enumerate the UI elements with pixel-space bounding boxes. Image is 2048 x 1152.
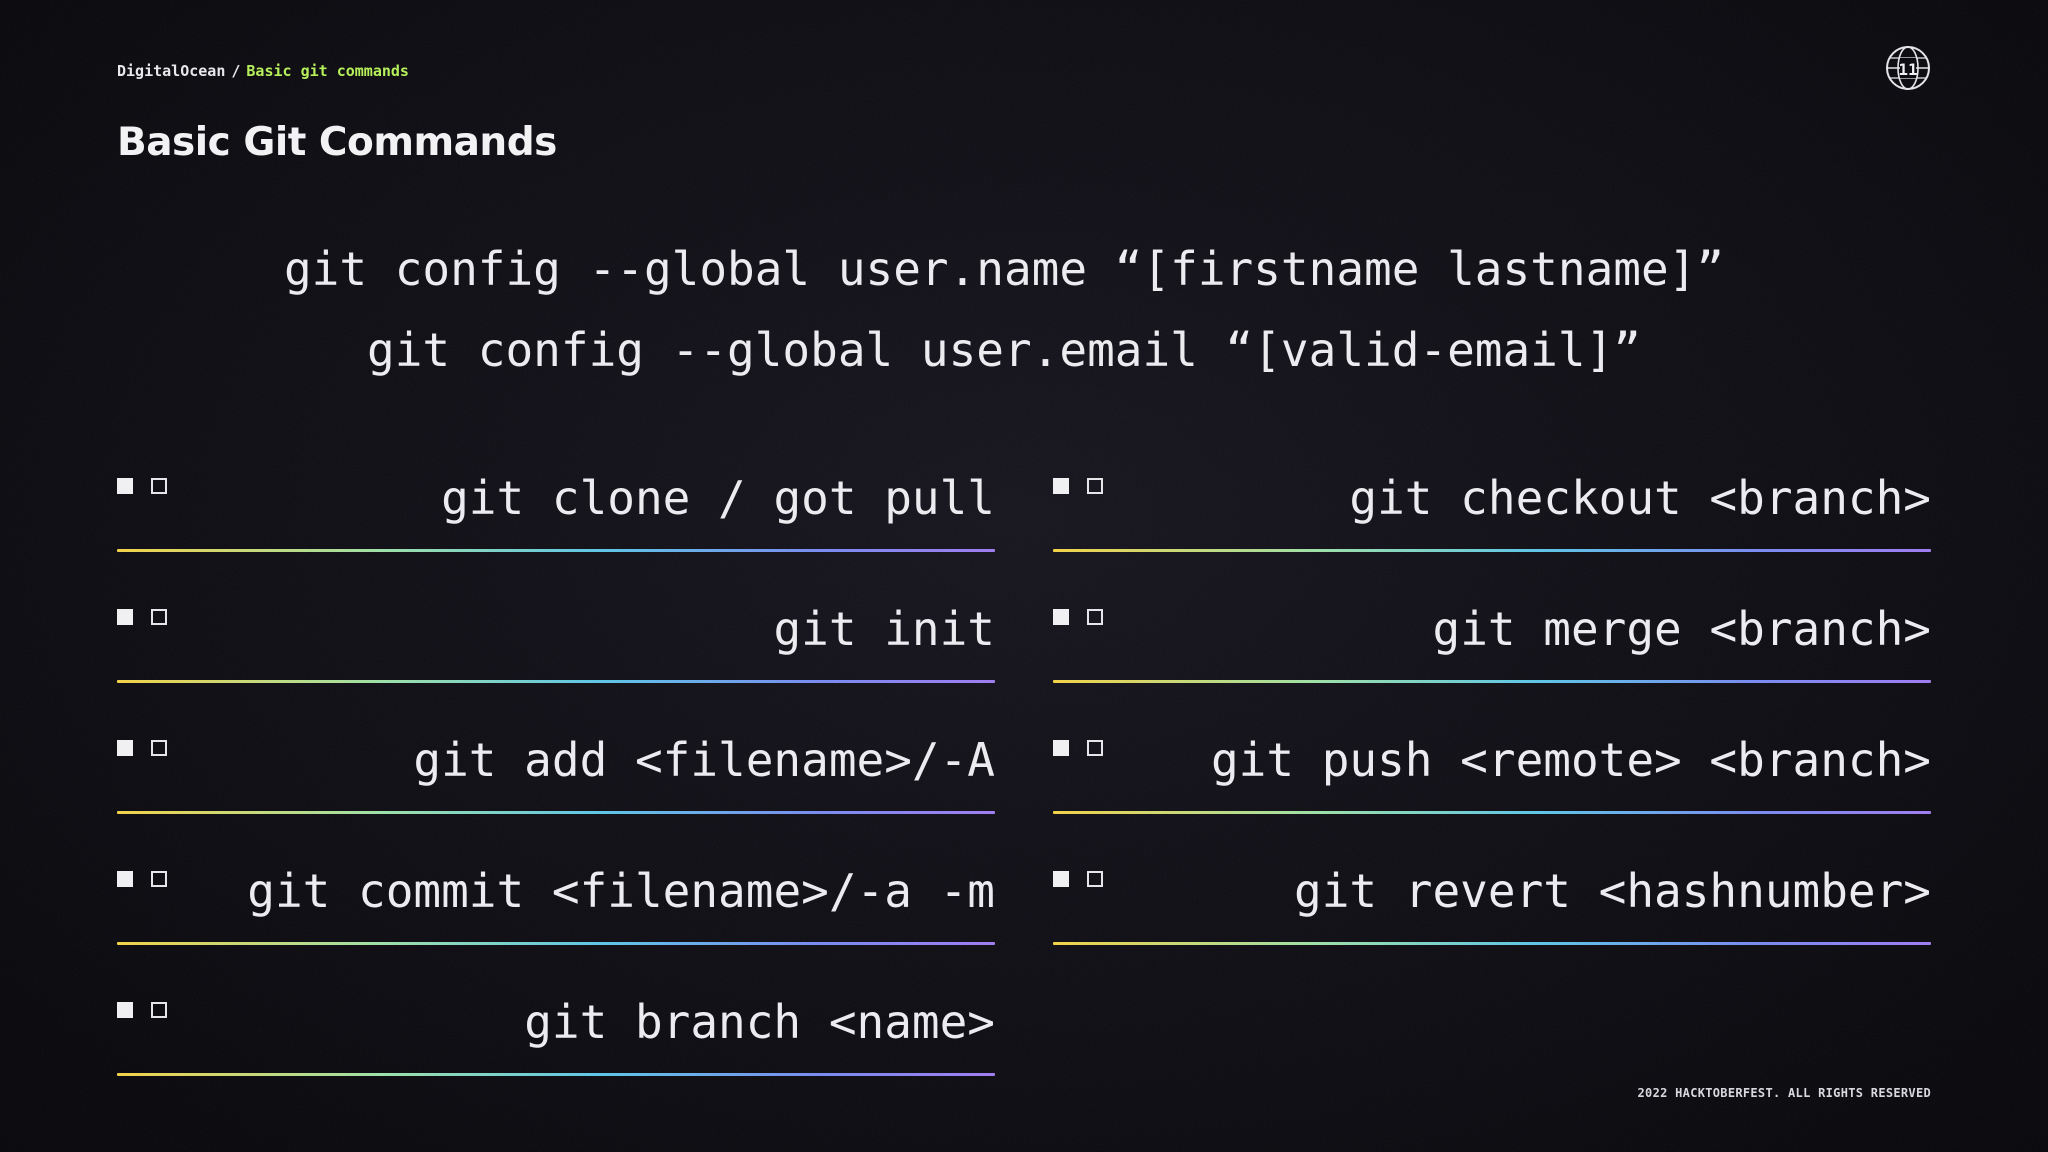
empty-square-icon [1087, 609, 1103, 625]
empty-square-icon [151, 1002, 167, 1018]
page-title: Basic Git Commands [117, 120, 557, 165]
filled-square-icon [1053, 478, 1069, 494]
gradient-divider [1053, 680, 1931, 683]
footer-copyright: 2022 HACKTOBERFEST. ALL RIGHTS RESERVED [1637, 1086, 1931, 1100]
empty-square-icon [151, 478, 167, 494]
command-text: git push <remote> <branch> [1210, 733, 1931, 787]
filled-square-icon [117, 740, 133, 756]
filled-square-icon [117, 871, 133, 887]
filled-square-icon [117, 478, 133, 494]
svg-text:11: 11 [1898, 60, 1917, 79]
filled-square-icon [1053, 740, 1069, 756]
gradient-divider [117, 942, 995, 945]
command-text: git init [773, 602, 995, 656]
command-text: git revert <hashnumber> [1294, 864, 1931, 918]
command-text: git add <filename>/-A [413, 733, 995, 787]
gradient-divider [1053, 811, 1931, 814]
config-command-username: git config --global user.name “[firstnam… [283, 242, 1725, 296]
list-item: git push <remote> <branch> [1053, 262, 1931, 814]
breadcrumb-root[interactable]: DigitalOcean [117, 62, 226, 80]
breadcrumb-current: Basic git commands [246, 62, 409, 80]
hacktoberfest-globe-icon: 11 [1886, 46, 1930, 90]
empty-square-icon [151, 609, 167, 625]
list-item: git checkout <branch> [1053, 0, 1931, 552]
list-item: git commit <filename>/-a -m [117, 393, 995, 945]
filled-square-icon [1053, 609, 1069, 625]
empty-square-icon [1087, 740, 1103, 756]
command-text: git commit <filename>/-a -m [247, 864, 995, 918]
config-command-email: git config --global user.email “[valid-e… [367, 323, 1641, 377]
list-item: git init [117, 131, 995, 683]
gradient-divider [1053, 942, 1931, 945]
list-item: git branch <name> [117, 524, 995, 1076]
filled-square-icon [117, 609, 133, 625]
empty-square-icon [1087, 871, 1103, 887]
gradient-divider [117, 811, 995, 814]
empty-square-icon [151, 871, 167, 887]
list-item: git revert <hashnumber> [1053, 393, 1931, 945]
command-text: git clone / got pull [441, 471, 995, 525]
list-item: git clone / got pull [117, 0, 995, 552]
command-text: git checkout <branch> [1349, 471, 1931, 525]
empty-square-icon [1087, 478, 1103, 494]
list-item: git merge <branch> [1053, 131, 1931, 683]
gradient-divider [117, 680, 995, 683]
list-item: git add <filename>/-A [117, 262, 995, 814]
empty-square-icon [151, 740, 167, 756]
breadcrumb-separator: / [231, 62, 241, 80]
command-text: git merge <branch> [1432, 602, 1932, 656]
gradient-divider [117, 549, 995, 552]
gradient-divider [1053, 549, 1931, 552]
command-text: git branch <name> [524, 995, 995, 1049]
breadcrumb: DigitalOcean / Basic git commands [117, 62, 409, 80]
gradient-divider [117, 1073, 995, 1076]
filled-square-icon [117, 1002, 133, 1018]
filled-square-icon [1053, 871, 1069, 887]
